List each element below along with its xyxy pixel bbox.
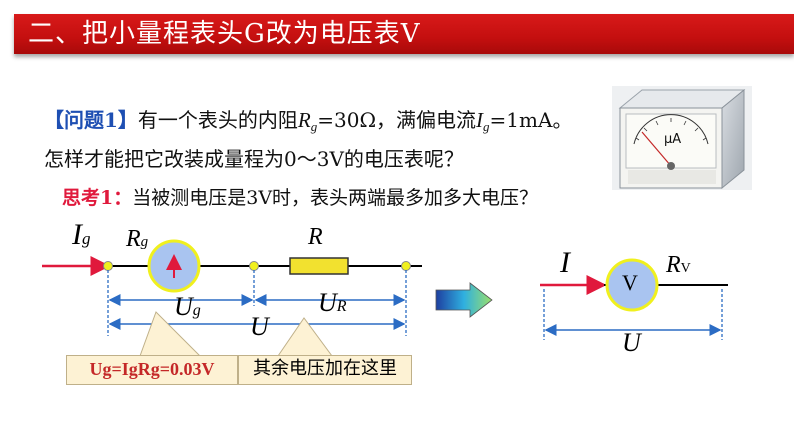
dimension-guides: [107, 270, 407, 336]
transform-arrow-icon: [435, 282, 493, 318]
node-dot: [401, 261, 411, 271]
rg-label: Rg: [126, 226, 149, 252]
formula-note: Ug=IgRg=0.03V: [66, 355, 238, 385]
u-label-right: U: [622, 328, 641, 357]
voltmeter-symbol: [605, 258, 659, 312]
section-title: 二、把小量程表头G改为电压表V: [28, 19, 421, 49]
current-label-right: I: [560, 246, 570, 279]
question-text-a: 有一个表头的内阻: [137, 108, 298, 132]
question-line-2: 怎样才能把它改装成量程为0～3V的电压表呢？: [44, 147, 464, 171]
r-label: R: [308, 224, 323, 250]
think-text: 当被测电压是3V时，表头两端最多加多大电压？: [132, 187, 539, 209]
rg-symbol: R: [297, 108, 311, 132]
node-dot: [249, 261, 259, 271]
think-label: 思考1：: [62, 187, 133, 209]
rv-label: RV: [666, 252, 691, 278]
ug-label: Ug: [174, 292, 201, 321]
current-label-left: Ig: [72, 218, 91, 251]
u-label-left: U: [250, 312, 269, 341]
rg-subscript: g: [310, 119, 318, 134]
ig-symbol: I: [476, 108, 484, 132]
section-banner: 二、把小量程表头G改为电压表V: [14, 14, 794, 54]
node-dot: [103, 261, 113, 271]
think-line: 思考1：当被测电压是3V时，表头两端最多加多大电压？: [62, 183, 538, 210]
question-text-c: =1mA。: [489, 108, 573, 132]
resistor-r: [289, 257, 349, 275]
remaining-voltage-note: 其余电压加在这里: [238, 355, 412, 385]
voltmeter-letter: V: [622, 270, 638, 295]
question-text-b: =30Ω，满偏电流: [317, 108, 477, 132]
ig-subscript: g: [483, 119, 490, 134]
ur-label: UR: [318, 288, 347, 317]
question-label: 【问题1】: [44, 108, 138, 132]
microammeter-photo: μA: [612, 86, 752, 190]
question-line-1: 【问题1】有一个表头的内阻Rg=30Ω，满偏电流Ig=1mA。: [44, 104, 572, 135]
meter-unit-label: μA: [664, 132, 681, 147]
